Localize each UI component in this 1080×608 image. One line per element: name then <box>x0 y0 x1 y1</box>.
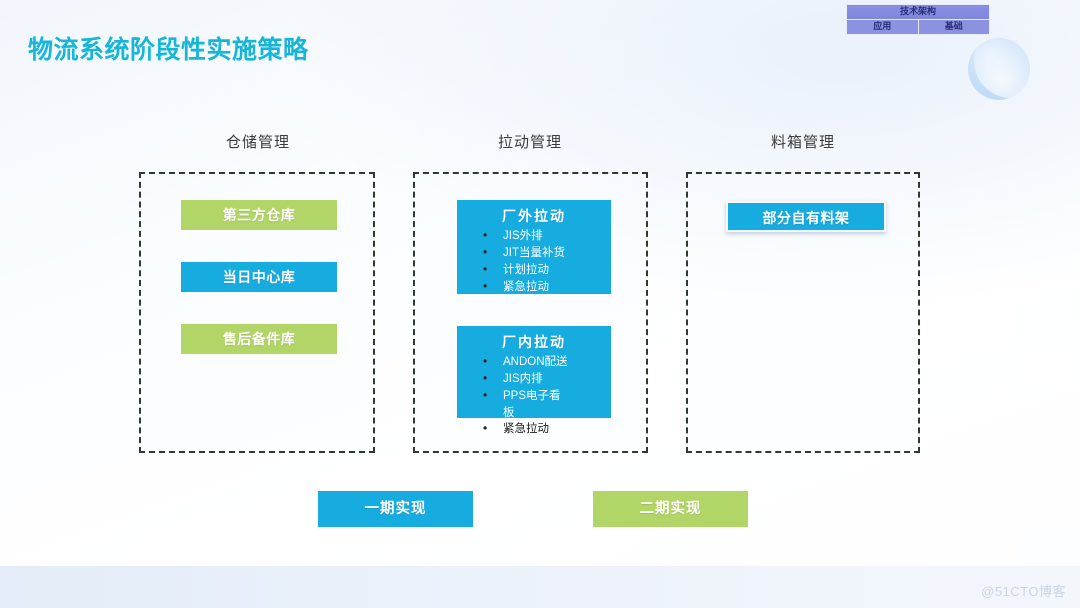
mini-table-cell-foundation: 基础 <box>917 19 990 35</box>
column-heading-bin: 料箱管理 <box>770 134 835 151</box>
group-list-internal-pull: ANDON配送 JIS内排 PPS电子看 板 <box>457 353 611 422</box>
list-item-overflow-urgent-pull: 紧急拉动 <box>457 420 611 438</box>
group-box-internal-pull[interactable]: 厂内拉动 ANDON配送 JIS内排 PPS电子看 板 <box>457 326 611 419</box>
list-item: JIS外排 <box>457 227 611 245</box>
legend-phase-two: 二期实现 <box>593 491 748 527</box>
list-item: 紧急拉动 <box>457 278 611 296</box>
chip-partially-owned-rack[interactable]: 部分自有料架 <box>726 201 886 232</box>
group-title-external-pull: 厂外拉动 <box>502 208 566 224</box>
chip-same-day-center-warehouse[interactable]: 当日中心库 <box>181 262 337 292</box>
column-heading-pull: 拉动管理 <box>497 134 562 151</box>
list-item: 计划拉动 <box>457 261 611 279</box>
list-item-wrapped-tail: 板 <box>503 407 515 419</box>
column-panel-warehouse: 第三方仓库 当日中心库 售后备件库 <box>139 172 375 453</box>
column-heading-warehouse: 仓储管理 <box>225 134 290 151</box>
mini-table-header-row: 技术架构 <box>846 4 990 20</box>
bottom-band <box>0 566 1080 608</box>
list-item: PPS电子看 <box>457 387 611 405</box>
chip-aftersales-spare-parts-warehouse[interactable]: 售后备件库 <box>181 324 337 354</box>
mini-table-body-row: 应用 基础 <box>846 19 990 35</box>
watermark: @51CTO博客 <box>981 584 1066 599</box>
group-box-external-pull[interactable]: 厂外拉动 JIS外排 JIT当量补货 计划拉动 紧急拉动 <box>457 200 611 296</box>
tech-architecture-mini-table: 技术架构 应用 基础 <box>846 4 990 35</box>
mini-table-cell-application: 应用 <box>846 19 919 35</box>
chip-third-party-warehouse[interactable]: 第三方仓库 <box>181 200 337 230</box>
column-panel-bin: 部分自有料架 <box>686 172 920 453</box>
decorative-sphere-icon <box>968 38 1030 100</box>
column-panel-pull: 厂外拉动 JIS外排 JIT当量补货 计划拉动 紧急拉动 厂内拉动 ANDON配… <box>413 172 648 453</box>
list-item: JIS内排 <box>457 370 611 388</box>
list-item: JIT当量补货 <box>457 244 611 262</box>
page-title: 物流系统阶段性实施策略 <box>28 36 309 64</box>
mini-table-header-cell: 技术架构 <box>846 4 990 20</box>
legend-phase-one: 一期实现 <box>318 491 473 527</box>
list-item: ANDON配送 <box>457 353 611 371</box>
group-title-internal-pull: 厂内拉动 <box>502 334 566 350</box>
group-list-external-pull: JIS外排 JIT当量补货 计划拉动 紧急拉动 <box>457 227 611 296</box>
